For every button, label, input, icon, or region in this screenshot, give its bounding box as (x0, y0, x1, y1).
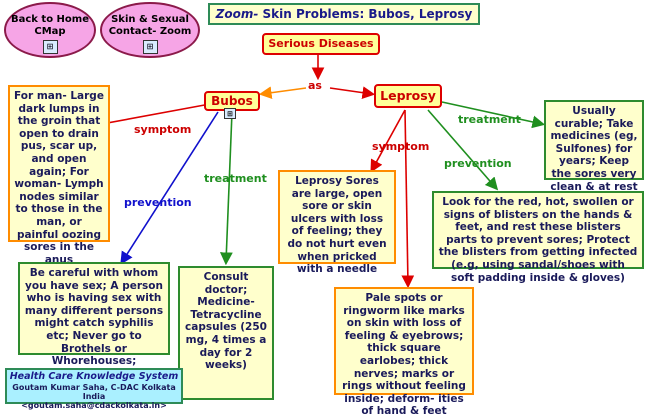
title-text: Skin Problems: Bubos, Leprosy (258, 7, 473, 21)
page-title: Zoom- Skin Problems: Bubos, Leprosy (208, 3, 480, 25)
link-label-prevention-bubos: prevention (124, 196, 192, 209)
connection-lines (76, 55, 546, 289)
leprosy-prevention-node[interactable]: Look for the red, hot, swollen or signs … (432, 191, 644, 284)
back-home-label: Back to Home CMap (10, 14, 89, 37)
concept-map-icon[interactable]: ⊞ (42, 40, 58, 54)
link-label-symptom-bubos: symptom (134, 123, 192, 136)
bubos-prevention-node[interactable]: Be careful with whom you have sex; A per… (18, 262, 170, 367)
footer-heading: Health Care Knowledge System (9, 371, 179, 382)
footer-email: <goutam.saha@cdackolkata.in> (21, 401, 167, 411)
link-label-as: as (308, 79, 322, 92)
link-label-treatment-leprosy: treatment (458, 113, 521, 126)
title-prefix: Zoom- (215, 7, 259, 21)
serious-diseases-node[interactable]: Serious Diseases (262, 33, 380, 55)
skin-sexual-contact-label: Skin & Sexual Contact- Zoom (108, 14, 192, 37)
footer-author: Goutam Kumar Saha, C-DAC Kolkata India (12, 382, 176, 402)
concept-map-icon[interactable]: ⊞ (224, 108, 236, 119)
leprosy-treatment-node[interactable]: Usually curable; Take medicines (eg, Sul… (544, 100, 644, 193)
leprosy-symptom-spots-node[interactable]: Pale spots or ringworm like marks on ski… (334, 287, 474, 417)
leprosy-node[interactable]: Leprosy (374, 84, 442, 108)
link-label-symptom-leprosy: symptom (372, 140, 430, 153)
skin-sexual-contact-button[interactable]: Skin & Sexual Contact- Zoom ⊞ (100, 2, 200, 58)
link-label-prevention-leprosy: prevention (444, 157, 512, 170)
footer-credit: Health Care Knowledge System Goutam Kuma… (5, 368, 183, 410)
bubos-label: Bubos (211, 94, 253, 108)
leprosy-symptom-sores-node[interactable]: Leprosy Sores are large, open sore or sk… (278, 170, 396, 275)
back-home-button[interactable]: Back to Home CMap ⊞ (4, 2, 96, 58)
link-label-treatment-bubos: treatment (204, 172, 267, 185)
bubos-treatment-node[interactable]: Consult doctor; Medicine- Tetracycline c… (178, 266, 274, 400)
bubos-symptom-node[interactable]: For man- Large dark lumps in the groin t… (8, 85, 110, 266)
concept-map-icon[interactable]: ⊞ (142, 40, 158, 54)
